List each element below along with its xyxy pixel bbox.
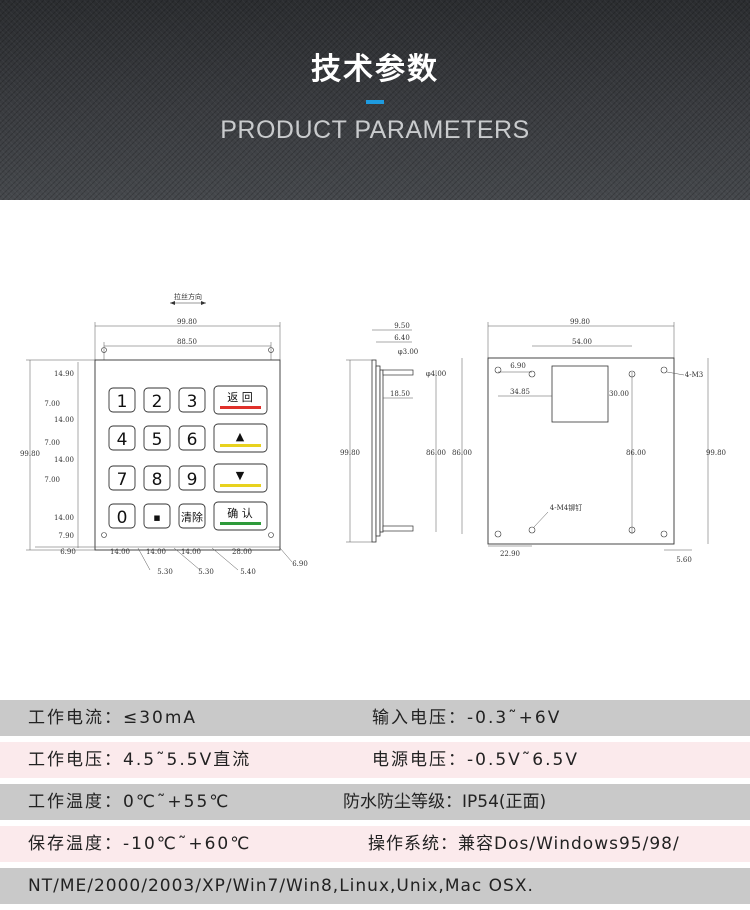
key-4 bbox=[108, 425, 136, 451]
left-dim-2: 7.00 bbox=[44, 400, 60, 408]
back-dim-30: 30.00 bbox=[609, 390, 629, 398]
header-banner: 技术参数 PRODUCT PARAMETERS bbox=[0, 0, 750, 200]
key-down-label: ▼ bbox=[236, 469, 245, 482]
key-8 bbox=[143, 465, 171, 491]
key-0-label: 0 bbox=[117, 508, 128, 528]
key-dot-label: ▪ bbox=[153, 511, 160, 524]
side-inner-height-dim: 86.00 bbox=[426, 449, 446, 457]
spec-row-1: 工作电流：≤30mA 输入电压：-0.3˜+6V bbox=[0, 700, 750, 736]
back-dim-22-90: 22.90 bbox=[500, 550, 520, 558]
key-9 bbox=[178, 465, 206, 491]
gap-dim-3: 5.40 bbox=[240, 568, 256, 576]
side-height-dim: 99.80 bbox=[340, 449, 360, 457]
spec-table: 工作电流：≤30mA 输入电压：-0.3˜+6V 工作电压：4.5˜5.5V直流… bbox=[0, 700, 750, 910]
key-7 bbox=[108, 465, 136, 491]
spec-row-5: NT/ME/2000/2003/XP/Win7/Win8,Linux,Unix,… bbox=[0, 868, 750, 904]
direction-arrow-head-left bbox=[170, 301, 175, 305]
front-view: 99.80 88.50 99.80 14.90 7.00 14.00 7.00 … bbox=[20, 318, 308, 576]
left-dim-4: 7.00 bbox=[44, 439, 60, 447]
key-clear-label: 清除 bbox=[181, 510, 203, 524]
key-2 bbox=[143, 387, 171, 413]
left-dim-1: 14.90 bbox=[54, 370, 74, 378]
back-label-m4: 4-M4铆钉 bbox=[550, 503, 582, 512]
spec-os: 操作系统：兼容Dos/Windows95/98/ bbox=[368, 834, 680, 854]
back-dim-54: 54.00 bbox=[572, 338, 592, 346]
back-dim-34-85: 34.85 bbox=[510, 388, 530, 396]
back-view: 99.80 54.00 6.90 34.85 30.00 86.00 86.00… bbox=[452, 318, 726, 564]
spec-working-temp: 工作温度：0℃˜+55℃ bbox=[28, 792, 231, 812]
spec-row-3: 工作温度：0℃˜+55℃ 防水防尘等级：IP54(正面) bbox=[0, 784, 750, 820]
back-dim-99-80: 99.80 bbox=[706, 449, 726, 457]
back-dim-5-60: 5.60 bbox=[676, 556, 692, 564]
gap-dim-1: 5.30 bbox=[157, 568, 173, 576]
key-2-label: 2 bbox=[152, 392, 163, 412]
front-height-dim: 99.80 bbox=[20, 450, 40, 458]
side-dim-hole1: φ3.00 bbox=[398, 348, 419, 356]
key-6-label: 6 bbox=[187, 430, 198, 450]
bottom-dim-6: 6.90 bbox=[292, 560, 308, 568]
key-1-label: 1 bbox=[117, 392, 128, 412]
key-3-label: 3 bbox=[187, 392, 198, 412]
bottom-dim-1: 6.90 bbox=[60, 548, 76, 556]
front-width-dim: 99.80 bbox=[177, 318, 197, 326]
key-up-label: ▲ bbox=[236, 430, 245, 443]
left-dim-6: 7.00 bbox=[44, 476, 60, 484]
spec-working-voltage: 工作电压：4.5˜5.5V直流 bbox=[28, 750, 252, 770]
key-8-label: 8 bbox=[152, 470, 163, 490]
spec-storage-temp: 保存温度：-10℃˜+60℃ bbox=[28, 834, 252, 854]
back-width-dim: 99.80 bbox=[570, 318, 590, 326]
side-dim-hole2: φ4.00 bbox=[426, 370, 447, 378]
spec-working-current: 工作电流：≤30mA bbox=[28, 708, 198, 728]
front-inner-width-dim: 88.50 bbox=[177, 338, 197, 346]
back-label-m3: 4-M3 bbox=[685, 371, 703, 379]
key-0 bbox=[108, 503, 136, 529]
drawing-svg: 拉丝方向 99.80 88.50 99.80 14.90 7.00 14.00 … bbox=[20, 292, 726, 576]
key-6 bbox=[178, 425, 206, 451]
side-dim-depth2: 6.40 bbox=[394, 334, 410, 342]
key-dot bbox=[143, 503, 171, 529]
key-5 bbox=[143, 425, 171, 451]
side-dim-stud: 18.50 bbox=[390, 390, 410, 398]
side-view: 99.80 86.00 9.50 6.40 φ3.00 φ4.00 18.50 bbox=[340, 322, 447, 543]
back-dim-86-left: 86.00 bbox=[452, 449, 472, 457]
direction-arrow-head-right bbox=[201, 301, 206, 305]
direction-label: 拉丝方向 bbox=[174, 292, 202, 301]
back-dim-86-right: 86.00 bbox=[626, 449, 646, 457]
bottom-dim-2: 14.00 bbox=[110, 548, 130, 556]
key-4-label: 4 bbox=[117, 430, 128, 450]
key-back-bar bbox=[220, 406, 261, 409]
key-5-label: 5 bbox=[152, 430, 163, 450]
left-dim-3: 14.00 bbox=[54, 416, 74, 424]
bottom-dim-5: 28.00 bbox=[232, 548, 252, 556]
key-1 bbox=[108, 387, 136, 413]
spec-row-4: 保存温度：-10℃˜+60℃ 操作系统：兼容Dos/Windows95/98/ bbox=[0, 826, 750, 862]
bottom-dim-4: 14.00 bbox=[181, 548, 201, 556]
left-dim-8: 7.90 bbox=[58, 532, 74, 540]
page-title: 技术参数 bbox=[311, 52, 439, 87]
key-up-bar bbox=[220, 444, 261, 447]
key-9-label: 9 bbox=[187, 470, 198, 490]
spec-supply-voltage: 电源电压：-0.5V˜6.5V bbox=[372, 750, 579, 770]
technical-drawing: 拉丝方向 99.80 88.50 99.80 14.90 7.00 14.00 … bbox=[0, 280, 750, 590]
bottom-dim-3: 14.00 bbox=[146, 548, 166, 556]
key-3 bbox=[178, 387, 206, 413]
key-clear bbox=[178, 503, 206, 529]
side-dim-depth: 9.50 bbox=[394, 322, 410, 330]
page-subtitle: PRODUCT PARAMETERS bbox=[220, 116, 530, 144]
left-dim-7: 14.00 bbox=[54, 514, 74, 522]
back-dim-6-90: 6.90 bbox=[510, 362, 526, 370]
key-7-label: 7 bbox=[117, 470, 128, 490]
left-dim-5: 14.00 bbox=[54, 456, 74, 464]
title-accent-bar bbox=[366, 100, 384, 104]
key-back-label: 返 回 bbox=[227, 391, 253, 404]
spec-os-continued: NT/ME/2000/2003/XP/Win7/Win8,Linux,Unix,… bbox=[28, 876, 534, 896]
spec-ip-rating: 防水防尘等级：IP54(正面) bbox=[343, 792, 547, 812]
key-confirm-label: 确 认 bbox=[227, 507, 253, 520]
gap-dim-2: 5.30 bbox=[198, 568, 214, 576]
spec-row-2: 工作电压：4.5˜5.5V直流 电源电压：-0.5V˜6.5V bbox=[0, 742, 750, 778]
spec-input-voltage: 输入电压：-0.3˜+6V bbox=[372, 708, 562, 728]
key-confirm-bar bbox=[220, 522, 261, 525]
key-down-bar bbox=[220, 484, 261, 487]
